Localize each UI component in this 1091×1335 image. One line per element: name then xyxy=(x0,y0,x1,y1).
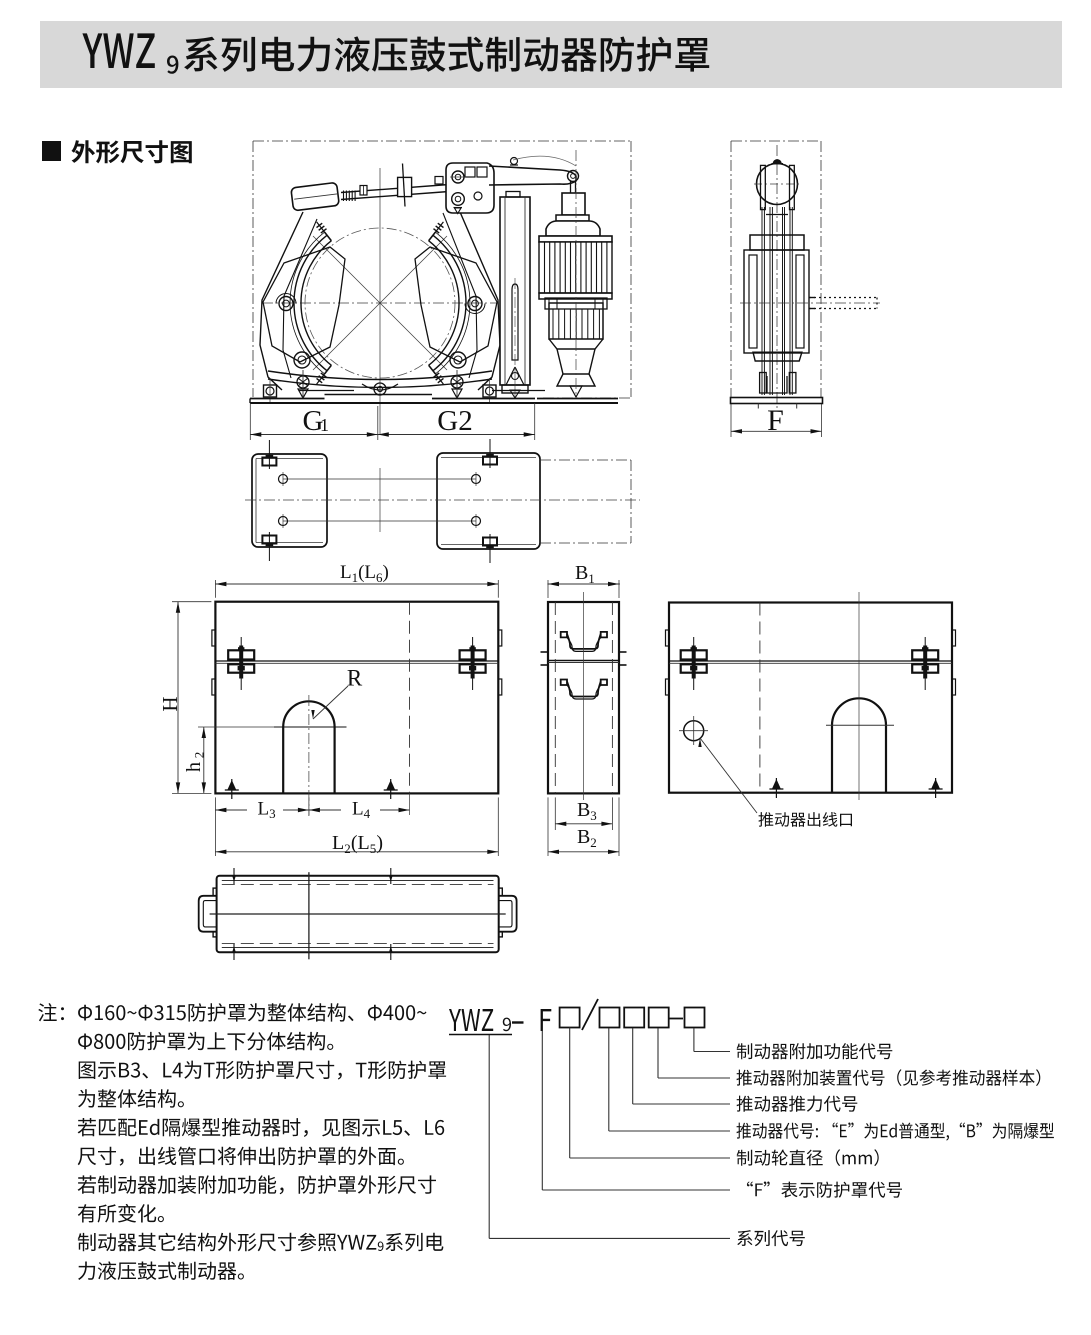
svg-text:4: 4 xyxy=(364,806,371,821)
svg-text:1: 1 xyxy=(352,570,359,585)
svg-text:L: L xyxy=(352,799,364,820)
svg-text:2: 2 xyxy=(590,835,597,850)
svg-text:L: L xyxy=(358,832,370,854)
svg-text:): ) xyxy=(383,562,389,583)
svg-text:3: 3 xyxy=(269,806,276,821)
svg-text:B: B xyxy=(577,799,590,821)
svg-text:2: 2 xyxy=(344,841,351,856)
svg-text:h: h xyxy=(183,762,205,772)
svg-text:3: 3 xyxy=(590,808,597,823)
svg-text:G2: G2 xyxy=(437,405,472,437)
svg-text:(: ( xyxy=(351,832,358,854)
svg-text:2: 2 xyxy=(192,752,207,759)
svg-text:1: 1 xyxy=(588,571,595,586)
svg-text:L: L xyxy=(332,832,344,854)
svg-text:R: R xyxy=(347,666,363,691)
svg-text:G: G xyxy=(303,405,324,437)
svg-text:L: L xyxy=(258,799,270,820)
svg-text:1: 1 xyxy=(320,415,329,435)
svg-text:H: H xyxy=(158,696,182,711)
svg-text:B: B xyxy=(575,562,588,584)
svg-text:L: L xyxy=(364,562,376,583)
svg-text:5: 5 xyxy=(370,841,377,856)
svg-text:): ) xyxy=(376,832,383,854)
svg-text:(: ( xyxy=(358,562,364,583)
svg-text:6: 6 xyxy=(376,570,383,585)
svg-text:B: B xyxy=(577,826,590,848)
svg-text:F: F xyxy=(767,404,784,437)
svg-text:L: L xyxy=(340,562,352,583)
